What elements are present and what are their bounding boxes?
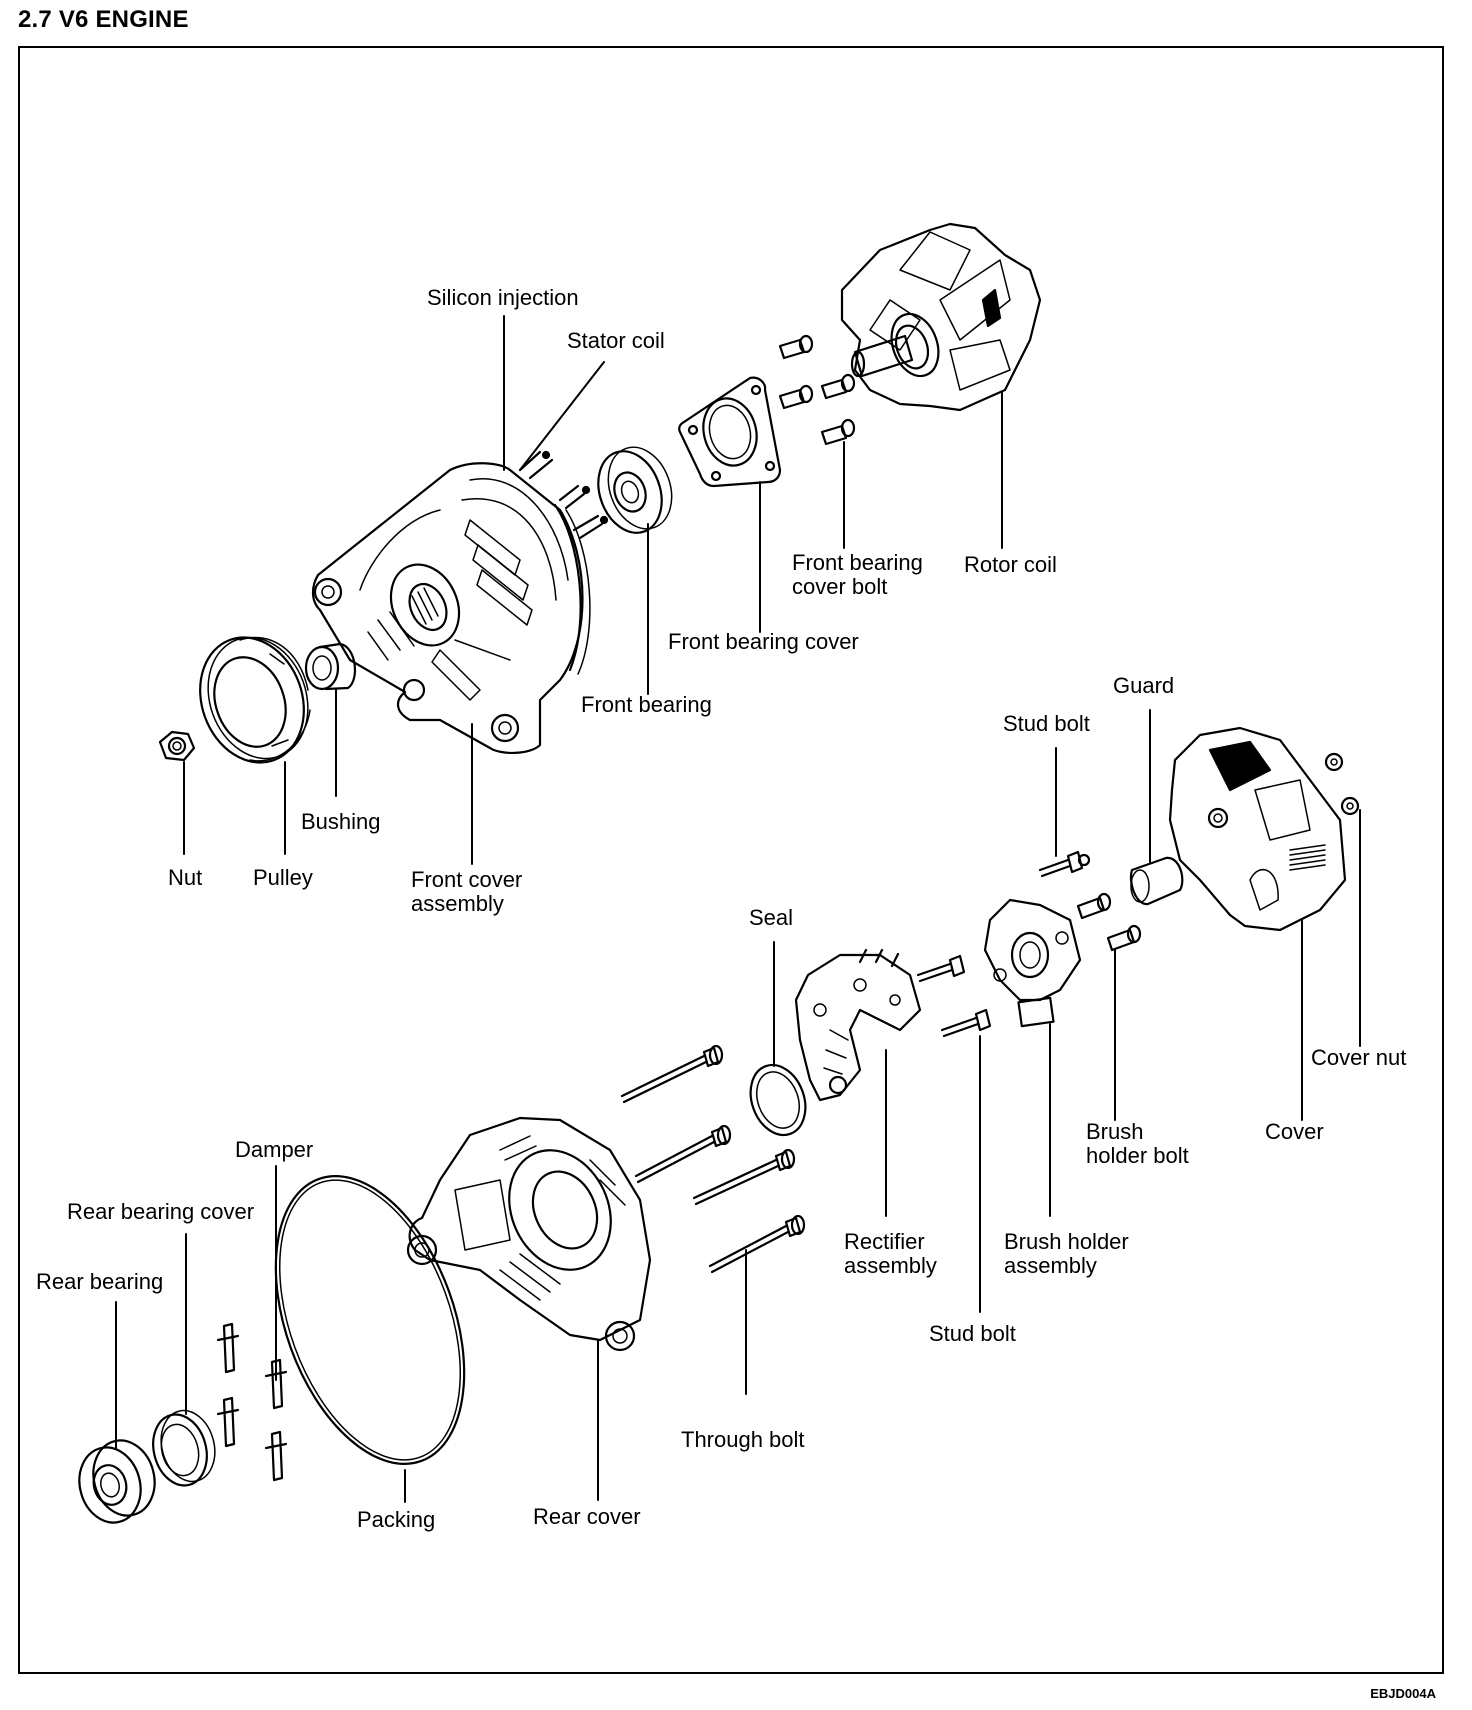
label-rear-bearing: Rear bearing xyxy=(36,1269,164,1294)
brush-holder-bolt-part xyxy=(1076,892,1142,952)
bushing-part xyxy=(304,642,356,691)
front-bearing-part xyxy=(597,446,673,534)
cover-nut-part xyxy=(1324,752,1360,816)
seal-part xyxy=(749,1063,807,1137)
nut-part xyxy=(158,730,196,762)
label-brush-holder-bolt: Brush holder bolt xyxy=(1086,1119,1189,1168)
label-stator-coil: Stator coil xyxy=(567,328,665,353)
rectifier-assembly-part xyxy=(794,948,922,1102)
label-front-cover-assembly: Front cover assembly xyxy=(411,867,523,916)
label-stud-bolt-top: Stud bolt xyxy=(1003,711,1090,736)
label-seal: Seal xyxy=(749,905,794,930)
pulley-part xyxy=(199,636,311,764)
label-rear-bearing-cover: Rear bearing cover xyxy=(67,1199,255,1224)
label-silicon-injection: Silicon injection xyxy=(427,285,579,310)
diagram-frame xyxy=(18,46,1444,1674)
brush-holder-assembly-part xyxy=(983,898,1082,1028)
rear-bearing-cover-part xyxy=(152,1409,216,1487)
label-rear-cover: Rear cover xyxy=(533,1504,641,1529)
label-front-bearing: Front bearing xyxy=(581,692,712,717)
figure-code: EBJD004A xyxy=(1370,1686,1436,1701)
front-bearing-cover-part xyxy=(678,376,782,488)
through-bolt-part xyxy=(620,1044,806,1274)
label-cover: Cover xyxy=(1265,1119,1324,1144)
guard-part xyxy=(1129,856,1184,906)
label-front-bearing-cover-bolt: Front bearing cover bolt xyxy=(792,550,923,599)
rear-cover-part xyxy=(406,1116,652,1352)
front-bearing-cover-bolt-part xyxy=(778,334,856,446)
label-packing: Packing xyxy=(357,1507,436,1532)
label-rotor-coil: Rotor coil xyxy=(964,552,1057,577)
packing-part xyxy=(274,1175,466,1465)
label-guard: Guard xyxy=(1113,673,1175,698)
label-damper: Damper xyxy=(235,1137,314,1162)
label-bushing: Bushing xyxy=(301,809,381,834)
label-through-bolt: Through bolt xyxy=(681,1427,805,1452)
rear-bearing-part xyxy=(78,1439,156,1524)
label-cover-nut: Cover nut xyxy=(1311,1045,1407,1070)
leader-lines xyxy=(115,315,1361,1503)
stud-bolt-top-part xyxy=(1038,850,1091,878)
page-title: 2.7 V6 ENGINE xyxy=(18,6,189,33)
label-rectifier-assembly: Rectifier assembly xyxy=(844,1229,937,1278)
label-front-bearing-cover: Front bearing cover xyxy=(668,629,859,654)
damper-part xyxy=(216,1322,288,1482)
label-nut: Nut xyxy=(168,865,203,890)
rotor-coil-part xyxy=(840,222,1042,412)
stud-bolt-bottom-part xyxy=(916,954,992,1038)
label-pulley: Pulley xyxy=(253,865,313,890)
label-stud-bolt-bottom: Stud bolt xyxy=(929,1321,1016,1346)
cover-part xyxy=(1168,726,1347,932)
label-brush-holder-assembly: Brush holder assembly xyxy=(1004,1229,1129,1278)
front-cover-assembly-part xyxy=(311,450,609,754)
